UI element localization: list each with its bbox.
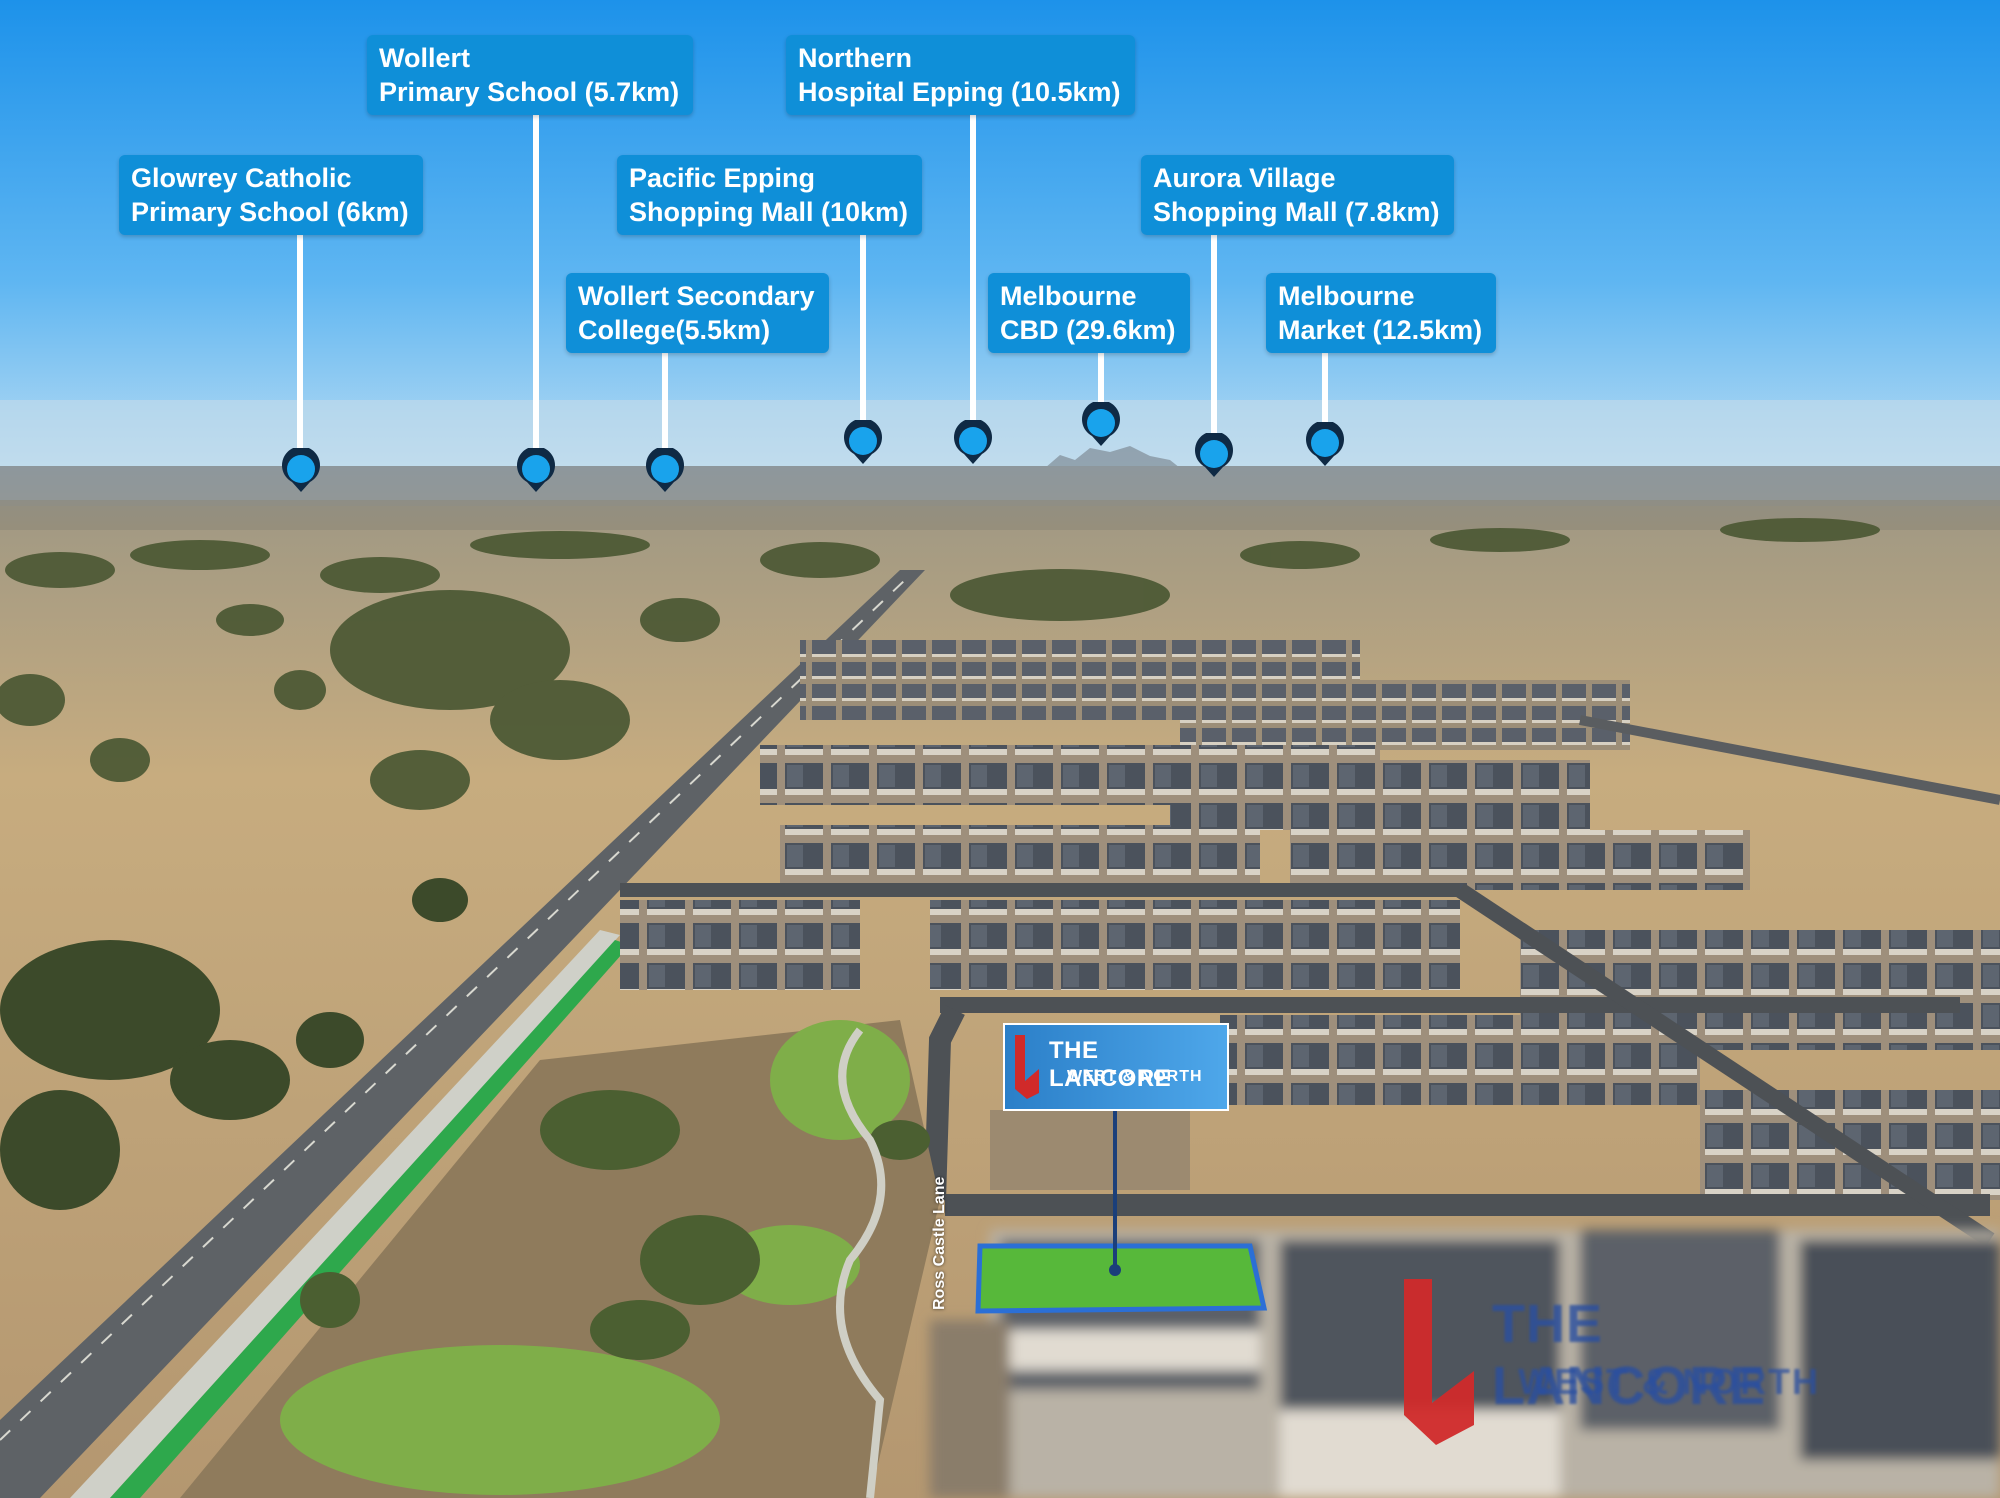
callout-line: Shopping Mall (7.8km) xyxy=(1153,197,1440,227)
leader-line xyxy=(533,113,539,459)
brand-title: THE LANCORE xyxy=(1492,1294,1766,1416)
map-pin-icon xyxy=(1306,422,1344,466)
callout-line: CBD (29.6km) xyxy=(1000,315,1176,345)
map-pin-icon xyxy=(1195,433,1233,477)
callout-line: Market (12.5km) xyxy=(1278,315,1483,345)
callout-line: Shopping Mall (10km) xyxy=(629,197,909,227)
callout-line: Northern xyxy=(798,43,912,73)
callout-line: Aurora Village xyxy=(1153,163,1336,193)
callout-line: Hospital Epping (10.5km) xyxy=(798,77,1121,107)
callout-line: Melbourne xyxy=(1000,281,1137,311)
callout-aurora-village: Aurora Village Shopping Mall (7.8km) xyxy=(1141,155,1454,235)
callout-melbourne-market: Melbourne Market (12.5km) xyxy=(1266,273,1497,353)
highlighted-lot xyxy=(975,1243,1268,1314)
leader-line xyxy=(1098,353,1104,410)
sign-title: THE LANCORE xyxy=(1049,1037,1172,1092)
callout-line: Glowrey Catholic xyxy=(131,163,352,193)
callout-line: Wollert xyxy=(379,43,471,73)
brand-subtitle: WEST & NORTH xyxy=(1518,1361,1820,1402)
leader-line xyxy=(662,353,668,461)
map-pin-icon xyxy=(646,448,684,492)
lancore-logo-icon xyxy=(1015,1035,1039,1099)
map-pin-icon xyxy=(1082,402,1120,446)
lancore-logo-icon xyxy=(1404,1279,1474,1445)
map-pin-icon xyxy=(282,448,320,492)
callout-pacific-epping: Pacific Epping Shopping Mall (10km) xyxy=(617,155,923,235)
leader-line xyxy=(1322,353,1328,432)
estate-sign: THE LANCORE WEST & NORTH xyxy=(1003,1023,1229,1111)
leader-line xyxy=(860,234,866,431)
callout-line: Melbourne xyxy=(1278,281,1415,311)
callout-line: Wollert Secondary xyxy=(578,281,815,311)
street-label: Ross Castle Lane xyxy=(931,1176,948,1310)
callout-wollert-secondary: Wollert Secondary College(5.5km) xyxy=(566,273,829,353)
callout-line: College(5.5km) xyxy=(578,315,771,345)
callout-melbourne-cbd: Melbourne CBD (29.6km) xyxy=(988,273,1190,353)
sign-subtitle: WEST & NORTH xyxy=(1067,1068,1203,1085)
callout-wollert-primary: Wollert Primary School (5.7km) xyxy=(367,35,694,115)
callout-glowrey-catholic: Glowrey Catholic Primary School (6km) xyxy=(119,155,423,235)
leader-line xyxy=(297,234,303,459)
brand-logo: THE LANCORE WEST & NORTH xyxy=(1400,1275,1880,1450)
leader-line xyxy=(1211,234,1217,453)
leader-line xyxy=(970,113,976,431)
callout-northern-hospital: Northern Hospital Epping (10.5km) xyxy=(786,35,1135,115)
map-pin-icon xyxy=(954,420,992,464)
map-pin-icon xyxy=(517,448,555,492)
callout-line: Pacific Epping xyxy=(629,163,816,193)
map-pin-icon xyxy=(844,420,882,464)
callout-line: Primary School (6km) xyxy=(131,197,409,227)
callout-line: Primary School (5.7km) xyxy=(379,77,680,107)
